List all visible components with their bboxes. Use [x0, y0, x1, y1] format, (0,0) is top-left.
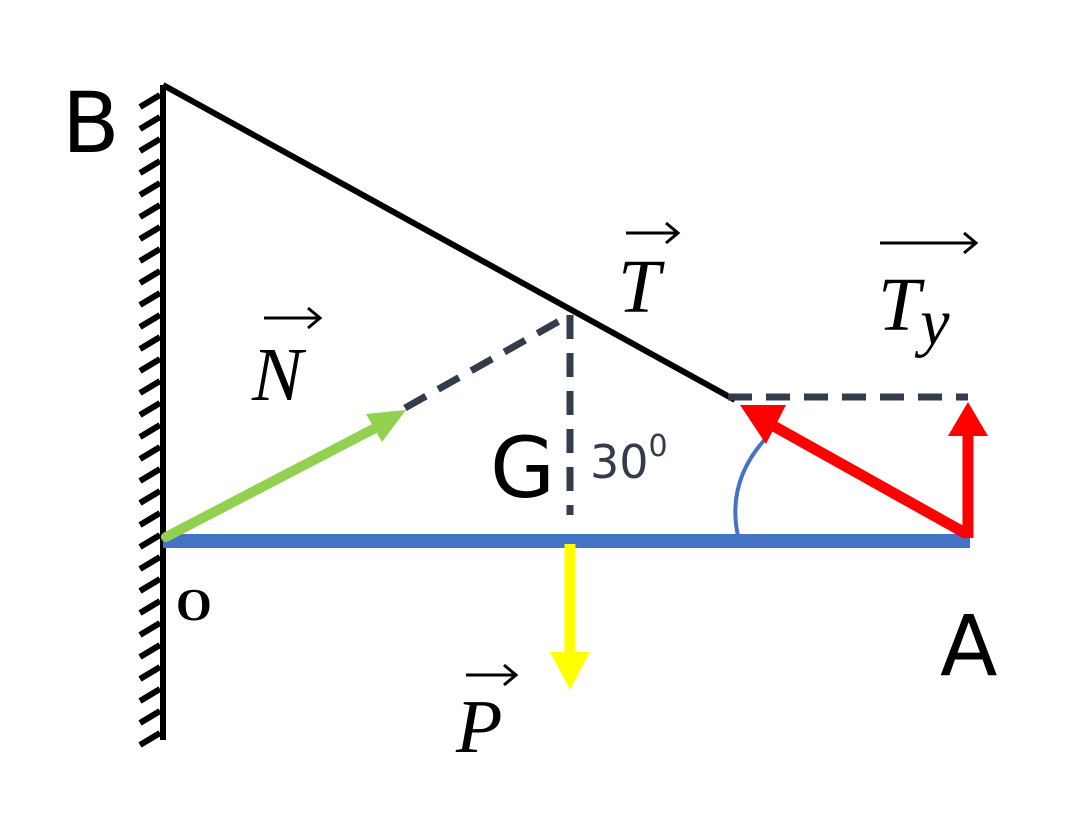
- label-point-b: B: [62, 74, 120, 172]
- wall-hatch-mark: [138, 598, 162, 616]
- wall-hatch-mark: [138, 180, 162, 198]
- vector-p-letter: P: [455, 685, 502, 769]
- wall-hatch-mark: [138, 708, 162, 726]
- vector-ty-letter: Ty: [878, 263, 950, 359]
- wall-hatch-mark: [138, 664, 162, 682]
- wall-hatch-mark: [138, 312, 162, 330]
- wall-hatch-mark: [138, 92, 162, 110]
- wall-hatch-mark: [138, 268, 162, 286]
- wall-hatch-mark: [138, 356, 162, 374]
- wall-hatch-mark: [138, 488, 162, 506]
- label-point-g: G: [490, 419, 555, 517]
- wall-hatch-mark: [138, 554, 162, 572]
- wall-hatch-mark: [138, 400, 162, 418]
- wall-hatch-mark: [138, 378, 162, 396]
- wall: [138, 85, 166, 748]
- angle-degree-superscript: 0: [649, 429, 668, 464]
- wall-hatch-mark: [138, 224, 162, 242]
- wall-hatch-mark: [138, 730, 162, 748]
- construction-lines: [403, 311, 968, 515]
- label-point-o: O: [176, 579, 212, 630]
- label-vector-n: N: [251, 306, 323, 417]
- wall-hatch-mark: [138, 136, 162, 154]
- vector-t-letter: T: [618, 245, 665, 329]
- wall-hatch-mark: [138, 576, 162, 594]
- vector-n-arrow: [161, 410, 406, 542]
- wall-hatch-mark: [138, 444, 162, 462]
- wall-hatch-mark: [138, 510, 162, 528]
- angle-label: 300: [590, 429, 668, 489]
- wall-hatch-mark: [138, 422, 162, 440]
- wall-hatch-mark: [138, 202, 162, 220]
- wall-hatching: [138, 92, 162, 748]
- wall-hatch-mark: [138, 642, 162, 660]
- vector-p-arrow: [550, 544, 590, 690]
- angle-value: 30: [590, 435, 649, 489]
- wall-hatch-mark: [138, 466, 162, 484]
- n-extension-dashed: [403, 311, 572, 412]
- wall-hatch-mark: [138, 290, 162, 308]
- label-point-a: A: [940, 597, 997, 695]
- vector-n-letter: N: [251, 333, 307, 417]
- label-vector-ty: Ty: [878, 231, 979, 359]
- wall-hatch-mark: [138, 334, 162, 352]
- wall-hatch-mark: [138, 686, 162, 704]
- wall-hatch-mark: [138, 114, 162, 132]
- label-vector-t: T: [618, 221, 681, 329]
- wall-hatch-mark: [138, 532, 162, 550]
- cable-line: [161, 82, 737, 403]
- wall-hatch-mark: [138, 620, 162, 638]
- angle-arc: [733, 434, 770, 537]
- vector-t-arrow: [740, 405, 971, 539]
- label-vector-p: P: [455, 663, 519, 769]
- vector-ty-arrow: [948, 402, 988, 538]
- wall-hatch-mark: [138, 158, 162, 176]
- vector-ty-subscript: y: [914, 286, 950, 359]
- wall-hatch-mark: [138, 246, 162, 264]
